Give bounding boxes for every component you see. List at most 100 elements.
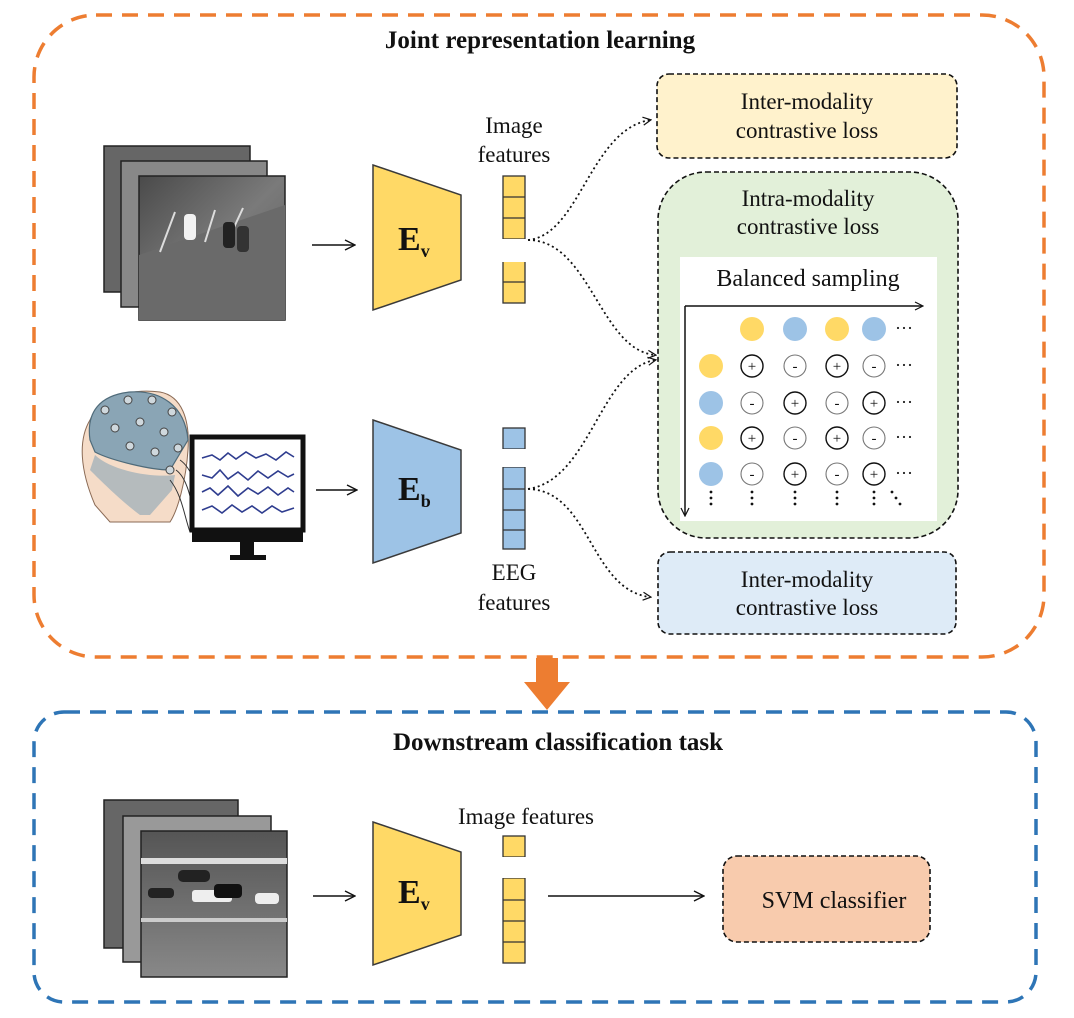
continuation-dot [793,490,797,494]
diagonal-continuation-dot [890,490,894,494]
intra-modality-loss: Intra-modality contrastive loss Balanced… [657,171,959,539]
row-sample-dot [699,391,723,415]
continuation-dot [872,490,876,494]
image-to-inter-top-connector [527,120,650,241]
eeg-head-illustration [81,390,206,533]
svg-text:Eb: Eb [398,471,431,511]
downstream-image-features-label: Image features [458,804,594,829]
eeg-monitor [189,434,306,560]
inter-bottom-line2: contrastive loss [736,595,878,620]
brain-encoder-subscript: b [421,491,431,511]
downstream-visual-encoder: Ev [372,820,462,967]
continuation-dot [709,496,713,500]
diagonal-continuation-dot [898,502,902,506]
inter-bottom-line1: Inter-modality [741,567,874,592]
continuation-dot [793,496,797,500]
header-sample-dot [825,317,849,341]
eeg-features-label-line2: features [478,590,551,615]
negative-pair-cell [862,426,886,450]
header-sample-dot [783,317,807,341]
pair-sign: - [750,467,755,483]
downstream-section: Downstream classification task [32,710,1038,1004]
section-transition-arrow [524,658,570,710]
row-ellipsis: ··· [895,392,913,412]
continuation-dot [835,490,839,494]
negative-pair-cell [740,462,764,486]
negative-pair-cell [825,462,849,486]
positive-pair-cell [825,426,849,450]
brain-encoder: Eb [372,418,462,565]
pair-sign: - [835,467,840,483]
eeg-feature-vector [498,427,530,550]
header-ellipsis: ··· [895,318,913,338]
downstream-image-stack [103,799,288,978]
downstream-feature-vector [498,835,530,964]
visual-encoder-letter: E [398,221,421,258]
negative-pair-cell [783,426,807,450]
image-to-intra-connector [527,239,655,355]
pair-sign: - [793,359,798,375]
negative-pair-cell [825,391,849,415]
inter-modality-loss-bottom: Inter-modality contrastive loss [657,551,957,635]
downstream-section-title: Downstream classification task [393,729,723,756]
positive-pair-cell [862,462,886,486]
continuation-dot [750,496,754,500]
continuation-dot [872,496,876,500]
positive-pair-cell [825,354,849,378]
pair-sign: + [833,359,841,375]
svg-text:Ev: Ev [398,874,430,914]
positive-pair-cell [740,426,764,450]
downstream-encoder-subscript: v [421,894,430,914]
image-features-label-line1: Image [485,113,542,138]
image-feature-vector [498,175,530,304]
downstream-section-border [32,710,1038,1004]
row-ellipsis: ··· [895,463,913,483]
inter-top-line1: Inter-modality [741,89,874,114]
negative-pair-cell [740,391,764,415]
brain-encoder-letter: E [398,471,421,508]
header-sample-dot [740,317,764,341]
visual-encoder: Ev [372,163,462,312]
continuation-dot [750,490,754,494]
positive-pair-cell [862,391,886,415]
continuation-dot [709,490,713,494]
row-ellipsis: ··· [895,355,913,375]
eeg-features-label-line1: EEG [492,560,537,585]
negative-pair-cell [862,354,886,378]
pair-sign: + [791,467,799,483]
pair-sign: - [872,359,877,375]
pair-sign: - [750,396,755,412]
negative-pair-cell [783,354,807,378]
continuation-dot [793,502,797,506]
joint-section-border [32,13,1046,659]
pair-sign: + [870,467,878,483]
continuation-dot [835,496,839,500]
pair-sign: + [870,396,878,412]
downstream-encoder-letter: E [398,874,421,911]
pair-sign: + [833,431,841,447]
balanced-sampling-matrix: ···+-+-···-+-+···+-+-···-+-+··· [699,317,913,506]
header-sample-dot [862,317,886,341]
continuation-dot [872,502,876,506]
positive-pair-cell [783,462,807,486]
continuation-dot [709,502,713,506]
intra-line2: contrastive loss [737,214,879,239]
balanced-sampling-panel [680,257,937,521]
pair-sign: + [791,396,799,412]
positive-pair-cell [740,354,764,378]
svm-classifier: SVM classifier [722,855,931,943]
row-ellipsis: ··· [895,427,913,447]
visual-encoder-subscript: v [421,241,430,261]
image-features-label-line2: features [478,142,551,167]
continuation-dot [835,502,839,506]
pair-sign: + [748,431,756,447]
continuation-dot [750,502,754,506]
row-sample-dot [699,426,723,450]
joint-section: Joint representation learning [32,13,1046,659]
eeg-to-intra-connector [527,360,655,490]
pair-sign: - [835,396,840,412]
pair-sign: - [872,431,877,447]
feature-connectors [527,120,655,597]
svg-text:Ev: Ev [398,221,430,261]
pair-sign: + [748,359,756,375]
